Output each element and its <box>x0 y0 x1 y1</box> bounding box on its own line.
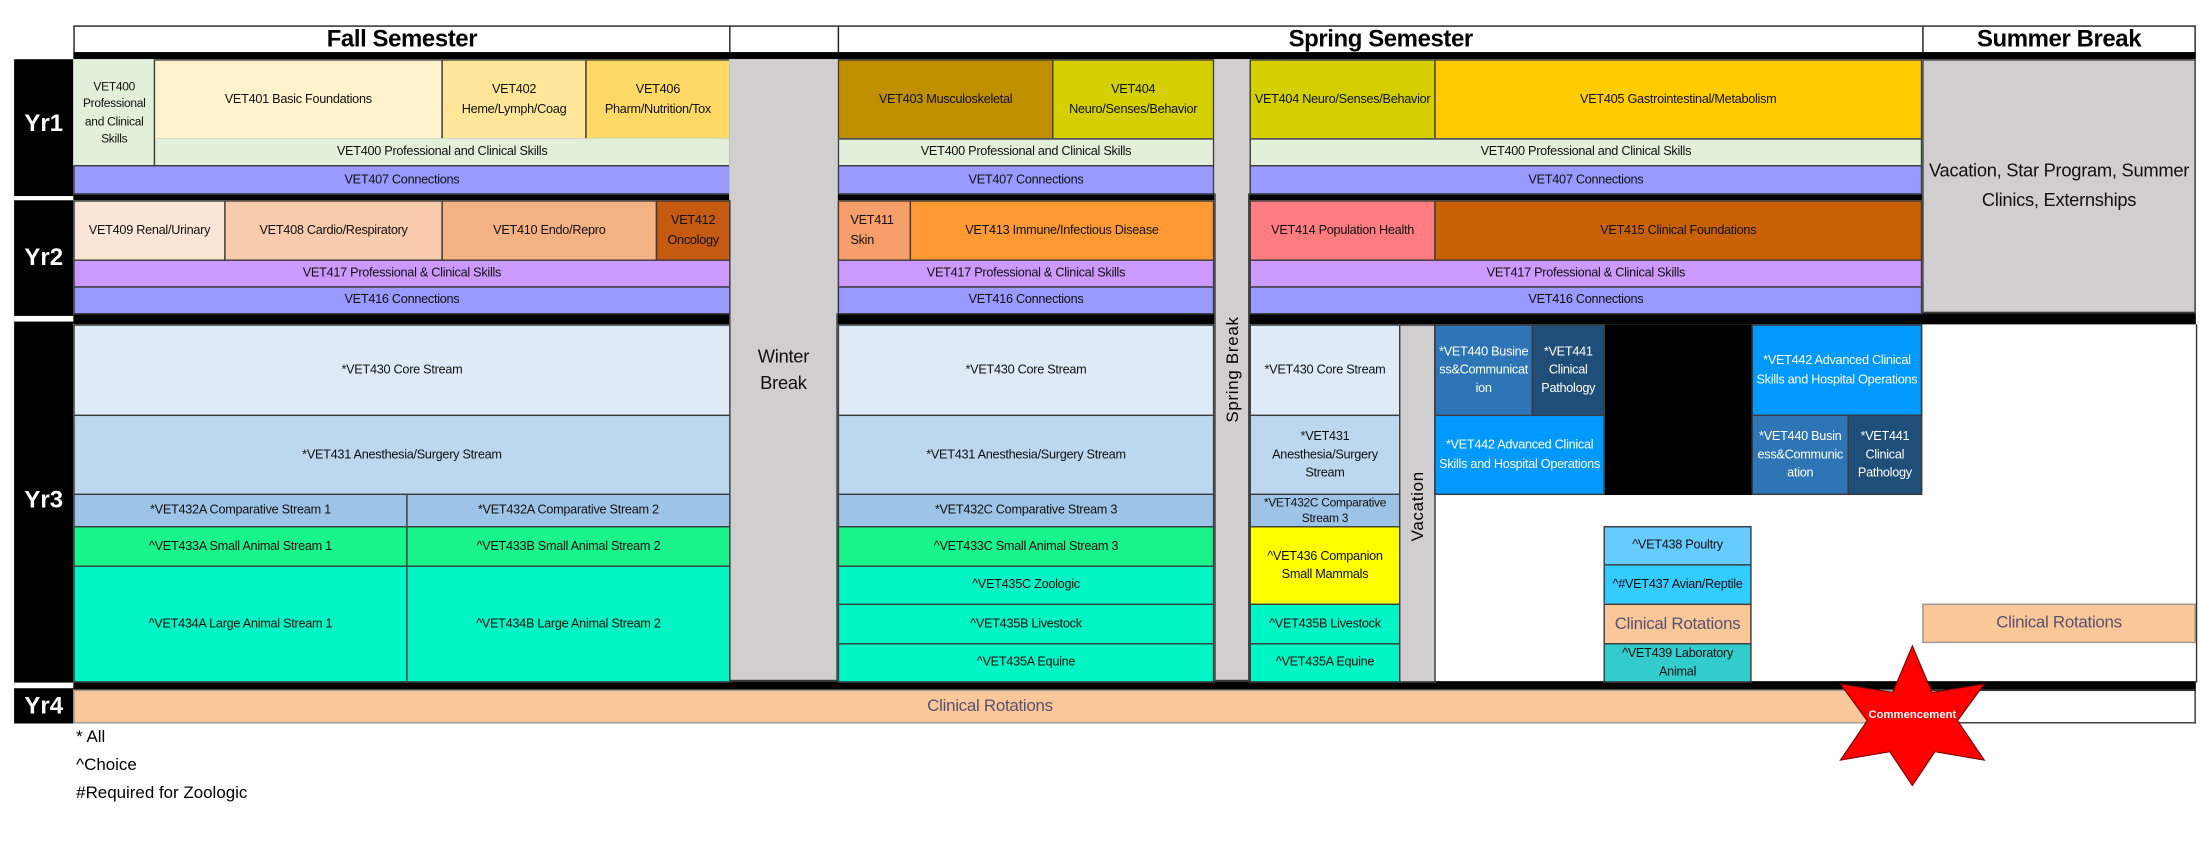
clinical-rotations-yr3-spring: Clinical Rotations <box>1603 603 1752 645</box>
course-vet439: ^VET439 Laboratory Animal <box>1603 643 1752 683</box>
course-vet415: VET415 Clinical Foundations <box>1434 200 1923 261</box>
course-vet431-fall: *VET431 Anesthesia/Surgery Stream <box>73 414 731 496</box>
course-vet407-spring-b: VET407 Connections <box>1249 165 1923 195</box>
course-vet440-b: *VET440 Business&Communication <box>1751 414 1849 496</box>
course-vet400-spring-b: VET400 Professional and Clinical Skills <box>1249 138 1923 167</box>
divider <box>73 313 2196 325</box>
course-vet417-spring-b: VET417 Professional & Clinical Skills <box>1249 259 1923 288</box>
divider <box>73 52 2196 60</box>
spring-break-label: Spring Break <box>1222 316 1243 423</box>
year-label-yr3: Yr3 <box>24 486 64 514</box>
course-vet435a-b: ^VET435A Equine <box>1249 643 1401 683</box>
clinical-rotations-yr4: Clinical Rotations <box>73 689 1907 724</box>
course-vet435b-a: ^VET435B Livestock <box>837 603 1215 645</box>
course-vet438: ^VET438 Poultry <box>1603 526 1752 566</box>
course-vet406: VET406 Pharm/Nutrition/Tox <box>585 59 731 140</box>
year-separator <box>14 196 74 201</box>
summer-break: Vacation, Star Program, Summer Clinics, … <box>1922 59 2196 314</box>
year-column <box>14 59 74 724</box>
footnote-zoologic: #Required for Zoologic <box>76 782 248 803</box>
course-vet441-a: *VET441 Clinical Pathology <box>1531 324 1605 417</box>
course-vet403: VET403 Musculoskeletal <box>837 59 1054 140</box>
course-vet417-spring-a: VET417 Professional & Clinical Skills <box>837 259 1215 288</box>
commencement-star-icon <box>1839 644 1986 787</box>
winter-break-label: Winter Break <box>757 345 810 393</box>
divider <box>73 681 2196 690</box>
course-vet432a-1: *VET432A Comparative Stream 1 <box>73 493 408 528</box>
course-vet409: VET409 Renal/Urinary <box>73 200 226 261</box>
course-vet413: VET413 Immune/Infectious Disease <box>909 200 1215 261</box>
course-vet442-b: *VET442 Advanced Clinical Skills and Hos… <box>1751 324 1923 417</box>
header-fall: Fall Semester <box>73 25 731 54</box>
footnote-choice: ^Choice <box>76 754 137 775</box>
course-vet435a-a: ^VET435A Equine <box>837 643 1215 683</box>
course-vet407-spring-a: VET407 Connections <box>837 165 1215 195</box>
year-separator <box>14 315 74 322</box>
course-vet401: VET401 Basic Foundations <box>153 59 443 140</box>
course-vet404-b: VET404 Neuro/Senses/Behavior <box>1249 59 1436 140</box>
spring-break-fill <box>1214 59 1250 194</box>
summer-break-label: Vacation, Star Program, Summer Clinics, … <box>1928 159 2190 211</box>
yr4-empty <box>1906 689 2196 724</box>
course-vet433a: ^VET433A Small Animal Stream 1 <box>73 526 408 567</box>
course-vet433b: ^VET433B Small Animal Stream 2 <box>406 526 731 567</box>
header-spring: Spring Semester <box>837 25 1924 54</box>
vacation <box>1399 324 1436 683</box>
course-vet436: ^VET436 Companion Small Mammals <box>1249 526 1401 606</box>
header-winter-blank <box>729 25 840 54</box>
course-vet433c: ^VET433C Small Animal Stream 3 <box>837 526 1215 567</box>
course-vet434a: ^VET434A Large Animal Stream 1 <box>73 565 408 683</box>
course-vet404-a: VET404 Neuro/Senses/Behavior <box>1052 59 1215 140</box>
right-border <box>2195 324 2198 683</box>
course-vet410: VET410 Endo/Repro <box>441 200 658 261</box>
course-vet400-spring-a: VET400 Professional and Clinical Skills <box>837 138 1215 167</box>
clinical-rotations-yr3-summer: Clinical Rotations <box>1922 603 2196 644</box>
course-vet430-b: *VET430 Core Stream <box>1249 324 1401 417</box>
course-vet407-fall: VET407 Connections <box>73 165 731 195</box>
course-vet408: VET408 Cardio/Respiratory <box>224 200 443 261</box>
course-vet435c: ^VET435C Zoologic <box>837 565 1215 606</box>
course-vet430-spring: *VET430 Core Stream <box>837 324 1215 417</box>
course-vet432c-b: *VET432C Comparative Stream 3 <box>1249 493 1401 528</box>
course-vet431-b: *VET431 Anesthesia/Surgery Stream <box>1249 414 1401 496</box>
course-vet434b: ^VET434B Large Animal Stream 2 <box>406 565 731 683</box>
vacation-label: Vacation <box>1407 471 1428 542</box>
course-vet414: VET414 Population Health <box>1249 200 1436 261</box>
course-vet437: ^#VET437 Avian/Reptile <box>1603 564 1752 606</box>
course-vet400-fall: VET400 Professional and Clinical Skills <box>153 138 731 167</box>
course-vet416-spring-a: VET416 Connections <box>837 286 1215 315</box>
course-vet440-a: *VET440 Business&Communication <box>1434 324 1533 417</box>
footnote-all: * All <box>76 726 106 747</box>
winter-break-fill <box>729 59 838 314</box>
course-vet432a-2: *VET432A Comparative Stream 2 <box>406 493 731 528</box>
commencement-label: Commencement <box>1868 707 1957 721</box>
course-vet405: VET405 Gastrointestinal/Metabolism <box>1434 59 1923 140</box>
course-vet442-a: *VET442 Advanced Clinical Skills and Hos… <box>1434 414 1605 496</box>
year-label-yr2: Yr2 <box>24 243 64 271</box>
course-vet417-fall: VET417 Professional & Clinical Skills <box>73 259 731 288</box>
course-vet432c-a: *VET432C Comparative Stream 3 <box>837 493 1215 528</box>
divider <box>73 193 1923 201</box>
course-vet435b-b: ^VET435B Livestock <box>1249 603 1401 645</box>
course-vet430-fall: *VET430 Core Stream <box>73 324 731 417</box>
year-separator <box>14 682 74 689</box>
course-vet402: VET402 Heme/Lymph/Coag <box>441 59 587 140</box>
course-vet411: VET411 Skin <box>837 200 912 261</box>
course-vet400-small: VET400 Professional and Clinical Skills <box>73 59 156 166</box>
header-summer: Summer Break <box>1922 25 2196 54</box>
course-vet441-b: *VET441 Clinical Pathology <box>1847 414 1923 496</box>
year-label-yr4: Yr4 <box>24 692 64 720</box>
course-vet416-spring-b: VET416 Connections <box>1249 286 1923 315</box>
course-vet431-spring: *VET431 Anesthesia/Surgery Stream <box>837 414 1215 496</box>
year-label-yr1: Yr1 <box>24 110 64 137</box>
course-vet412: VET412 Oncology <box>655 200 731 261</box>
course-vet416-fall: VET416 Connections <box>73 286 731 315</box>
